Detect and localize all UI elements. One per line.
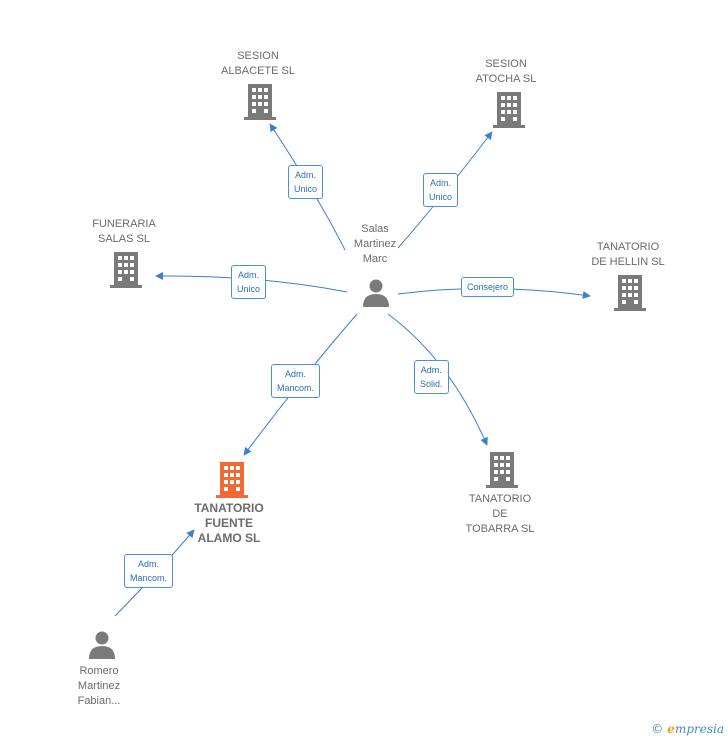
label-line: DE HELLIN SL: [591, 256, 665, 268]
label-line: Martinez: [77, 680, 121, 692]
person-label-salas: Salas Martinez Marc: [335, 222, 415, 267]
copyright-icon: ©: [651, 722, 664, 736]
edge-label-adm-solid[interactable]: Adm. Solid.: [414, 360, 449, 394]
label-line: Unico: [237, 284, 261, 294]
label-line: TANATORIO: [468, 493, 532, 505]
label-line: Martinez: [353, 238, 397, 250]
label-line: Mancom.: [277, 383, 315, 393]
building-icon: [110, 252, 142, 288]
label-line: Mancom.: [130, 573, 168, 583]
label-line: DE: [492, 508, 508, 520]
person-label-romero: Romero Martinez Fabian...: [59, 664, 139, 709]
label-line: TOBARRA SL: [465, 523, 535, 535]
label-line: TANATORIO: [194, 501, 264, 515]
empresia-watermark[interactable]: ©empresia: [651, 722, 724, 736]
label-line: Adm.: [430, 178, 452, 188]
person-icon: [363, 279, 389, 307]
label-line: FUENTE: [205, 516, 253, 530]
label-line: Adm.: [138, 559, 160, 569]
edge-label-adm-unico[interactable]: Adm. Unico: [231, 265, 267, 299]
label-line: Marc: [362, 253, 388, 265]
building-icon: [493, 92, 525, 128]
edge-label-adm-mancom[interactable]: Adm. Mancom.: [271, 364, 321, 398]
company-label: FUNERARIA SALAS SL: [74, 217, 174, 247]
brand-initial: e: [667, 722, 675, 736]
company-label: TANATORIO FUENTE ALAMO SL: [179, 501, 279, 546]
label-line: Adm.: [238, 270, 260, 280]
building-icon: [614, 275, 646, 311]
edge-label-adm-unico[interactable]: Adm. Unico: [423, 173, 459, 207]
edge-label-consejero[interactable]: Consejero: [461, 277, 515, 297]
label-line: Salas: [361, 223, 389, 235]
label-line: SESION: [485, 58, 527, 70]
edge-label-adm-unico[interactable]: Adm. Unico: [288, 165, 324, 199]
label-line: ATOCHA SL: [475, 73, 537, 85]
label-line: Solid.: [420, 379, 443, 389]
company-label: SESION ATOCHA SL: [456, 57, 556, 87]
label-line: SALAS SL: [98, 233, 150, 245]
label-line: SESION: [237, 50, 279, 62]
label-line: Consejero: [467, 282, 509, 292]
label-line: Unico: [294, 184, 318, 194]
label-line: Fabian...: [77, 695, 121, 707]
label-line: Adm.: [285, 369, 307, 379]
building-icon: [244, 84, 276, 120]
brand-name: mpresia: [674, 722, 724, 736]
label-line: TANATORIO: [596, 241, 660, 253]
label-line: Romero: [79, 665, 119, 677]
label-line: Adm.: [420, 365, 442, 375]
company-label: TANATORIO DE TOBARRA SL: [450, 492, 550, 537]
label-line: Adm.: [295, 170, 317, 180]
label-line: FUNERARIA: [92, 218, 156, 230]
label-line: ALAMO SL: [197, 531, 261, 545]
company-label: SESION ALBACETE SL: [208, 49, 308, 79]
person-icon: [89, 631, 115, 659]
company-label: TANATORIO DE HELLIN SL: [578, 240, 678, 270]
label-line: Unico: [429, 192, 453, 202]
edge-label-adm-mancom[interactable]: Adm. Mancom.: [124, 554, 174, 588]
building-icon: [216, 462, 248, 498]
building-icon: [486, 452, 518, 488]
label-line: ALBACETE SL: [221, 65, 295, 77]
